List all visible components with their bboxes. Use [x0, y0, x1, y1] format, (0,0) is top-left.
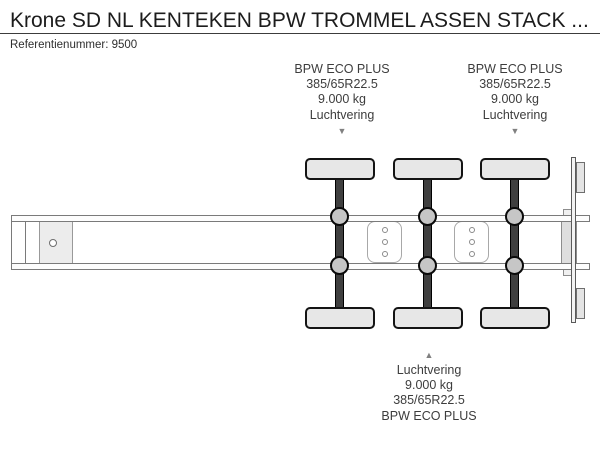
axle-spec-suspension: Luchtvering — [396, 363, 462, 377]
kingpin-icon — [49, 239, 57, 247]
axle-spec-tire-size: 385/65R22.5 — [306, 77, 378, 92]
axle-spec-load: 9.000 kg — [491, 92, 539, 107]
axle-beam — [423, 165, 432, 322]
axle-spec-suspension: Luchtvering — [482, 107, 548, 122]
axle-spec-brand: BPW ECO PLUS — [294, 62, 390, 76]
bolt-hole-icon — [381, 251, 388, 257]
header-divider — [0, 33, 600, 34]
bolt-hole-icon — [468, 239, 475, 245]
tire-left — [305, 158, 375, 180]
air-spring — [505, 256, 524, 275]
axle-2 — [393, 158, 463, 329]
arrow-up-icon: ▲ — [424, 350, 434, 360]
air-spring — [418, 256, 437, 275]
chassis-rail-left — [11, 215, 590, 222]
tire-right — [480, 307, 550, 329]
tire-right — [393, 307, 463, 329]
axle-spec-brand: BPW ECO PLUS — [381, 408, 477, 423]
axle-spec-load: 9.000 kg — [318, 92, 366, 107]
axle-beam — [335, 165, 344, 322]
rear-bumper-bar — [571, 157, 576, 323]
air-spring — [330, 256, 349, 275]
axle-1-spec-annotation: BPW ECO PLUS 385/65R22.5 9.000 kg Luchtv… — [262, 62, 422, 136]
axle-beam — [510, 165, 519, 322]
axle-1 — [305, 158, 375, 329]
axle-3 — [480, 158, 550, 329]
axle-2-spec-annotation: ▲ Luchtvering 9.000 kg 385/65R22.5 BPW E… — [349, 350, 509, 424]
bolt-hole-icon — [381, 239, 388, 245]
bolt-hole-icon — [468, 251, 475, 257]
tire-left — [393, 158, 463, 180]
bolt-hole-icon — [381, 227, 388, 233]
axle-3-spec-annotation: BPW ECO PLUS 385/65R22.5 9.000 kg Luchtv… — [435, 62, 595, 136]
tire-right — [305, 307, 375, 329]
chassis-rail-right — [11, 263, 590, 270]
axle-spec-tire-size: 385/65R22.5 — [393, 393, 465, 408]
air-spring — [330, 207, 349, 226]
axle-spec-suspension: Luchtvering — [309, 107, 375, 122]
air-spring — [418, 207, 437, 226]
axle-spec-tire-size: 385/65R22.5 — [479, 77, 551, 92]
rear-lamp-left — [576, 162, 585, 193]
arrow-down-icon: ▼ — [510, 125, 520, 136]
air-spring — [505, 207, 524, 226]
axle-spec-brand: BPW ECO PLUS — [467, 62, 563, 76]
arrow-down-icon: ▼ — [337, 125, 347, 136]
axle-spec-load: 9.000 kg — [405, 378, 453, 393]
reference-number: Referentienummer: 9500 — [10, 39, 138, 51]
tire-left — [480, 158, 550, 180]
bolt-hole-icon — [468, 227, 475, 233]
front-endcap — [11, 215, 26, 270]
rear-lamp-right — [576, 288, 585, 319]
page-title: Krone SD NL KENTEKEN BPW TROMMEL ASSEN S… — [10, 9, 589, 32]
